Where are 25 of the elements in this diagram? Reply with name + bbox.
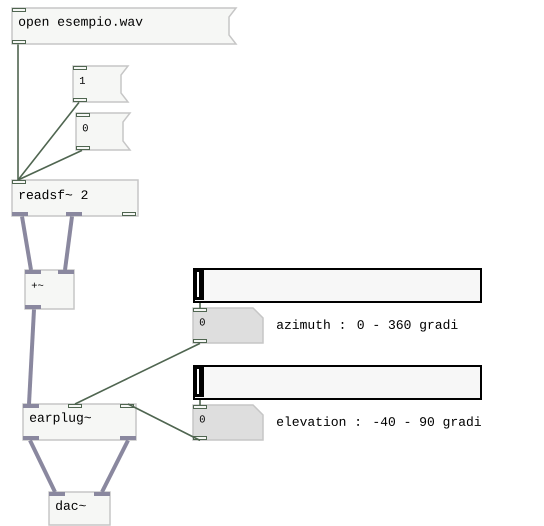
object-box: earplug~ [22, 403, 137, 441]
connection-line [199, 303, 201, 308]
number-box: 0 [192, 307, 264, 344]
connection-line [17, 102, 80, 180]
message-box: open esempio.wav [11, 7, 238, 45]
slider-label: azimuth : 0 - 360 gradi [277, 319, 458, 332]
signal-connection [20, 216, 33, 270]
connection-line [18, 150, 82, 181]
signal-connection [63, 216, 74, 270]
slider [193, 268, 482, 303]
connection-line [74, 342, 200, 405]
number-box: 0 [192, 404, 264, 441]
signal-connection [28, 440, 57, 493]
slider-label: elevation : -40 - 90 gradi [277, 416, 481, 429]
signal-connection [27, 309, 36, 404]
object-box: readsf~ 2 [11, 179, 139, 217]
connection-line [128, 403, 200, 442]
connection-line [199, 400, 201, 405]
message-box: 1 [72, 65, 130, 103]
object-box: dac~ [48, 491, 111, 526]
slider [193, 365, 482, 400]
message-box: 0 [75, 112, 132, 151]
connection-line [17, 44, 19, 180]
object-box: +~ [24, 269, 75, 310]
signal-connection [100, 439, 130, 493]
